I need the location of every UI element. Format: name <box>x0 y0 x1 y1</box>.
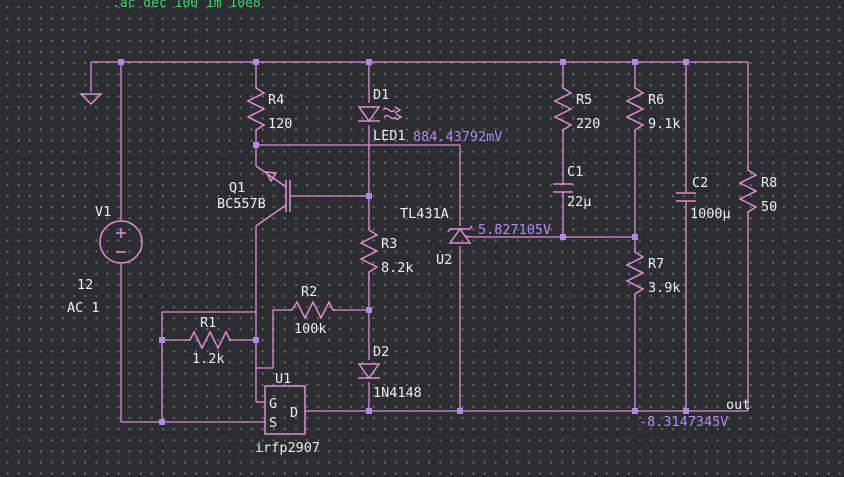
u1-pin-d-label: D <box>290 405 298 421</box>
r7-name-label: R7 <box>648 256 664 272</box>
junction-dot <box>560 59 566 65</box>
d2-name-label: D2 <box>373 344 389 360</box>
v1-name-label: V1 <box>95 204 111 220</box>
u1-pin-s-label: S <box>269 415 277 431</box>
c2-name-label: C2 <box>692 175 708 191</box>
junction-dot <box>366 193 372 199</box>
wires <box>90 61 749 423</box>
resistor-r5[interactable] <box>553 84 573 134</box>
wire-r2-left[interactable] <box>256 309 288 369</box>
c2-value-label: 1000µ <box>690 206 731 222</box>
u1-pin-g-label: G <box>269 396 277 412</box>
v1-value-label: 12 <box>77 277 93 293</box>
capacitor-c1[interactable] <box>553 183 573 193</box>
shunt-regulator-u2[interactable] <box>447 225 473 244</box>
junction-dot <box>560 234 566 240</box>
resistor-r6[interactable] <box>625 84 645 134</box>
diode-d2[interactable] <box>357 363 381 380</box>
c1-value-label: 22µ <box>567 194 591 210</box>
resistor-r1[interactable] <box>186 330 232 350</box>
junction-dot <box>253 59 259 65</box>
r4-name-label: R4 <box>268 92 284 108</box>
voltage-probe-out-node[interactable]: -8.3147345V <box>639 414 728 430</box>
voltage-source-v1[interactable] <box>99 220 143 264</box>
r6-value-label: 9.1k <box>648 116 681 132</box>
junction-dot <box>632 234 638 240</box>
r4-value-label: 120 <box>268 116 292 132</box>
junction-dot <box>253 337 259 343</box>
q1-value-label: BC557B <box>217 196 266 212</box>
r5-value-label: 220 <box>576 116 600 132</box>
junction-dot <box>366 307 372 313</box>
r6-name-label: R6 <box>648 92 664 108</box>
resistor-r7[interactable] <box>625 248 645 300</box>
resistor-r3[interactable] <box>359 226 379 280</box>
net-label-out[interactable]: out <box>726 397 750 413</box>
junction-dot <box>159 337 165 343</box>
junction-dot <box>366 59 372 65</box>
junction-dot <box>159 419 165 425</box>
c1-name-label: C1 <box>567 164 583 180</box>
spice-directive[interactable]: .ac dec 100 1m 10e8 <box>112 0 261 11</box>
junction-dot <box>366 408 372 414</box>
junction-dot <box>118 59 124 65</box>
r7-value-label: 3.9k <box>648 280 681 296</box>
d2-value-label: 1N4148 <box>373 385 422 401</box>
u1-value-label: irfp2907 <box>255 440 320 456</box>
voltage-probe-led-node[interactable]: 884.43792mV <box>413 129 502 145</box>
r8-value-label: 50 <box>761 199 777 215</box>
transistor-q1[interactable] <box>255 165 291 227</box>
junction-dot <box>632 59 638 65</box>
r5-name-label: R5 <box>576 92 592 108</box>
led-d1[interactable] <box>357 106 403 123</box>
d1-name-label: D1 <box>373 87 389 103</box>
r3-name-label: R3 <box>381 236 397 252</box>
junction-dot <box>632 408 638 414</box>
r1-value-label: 1.2k <box>192 351 225 367</box>
r8-name-label: R8 <box>761 175 777 191</box>
resistor-r4[interactable] <box>246 84 266 134</box>
u2-value-label: TL431A <box>400 206 449 222</box>
junction-dot <box>683 408 689 414</box>
r1-name-label: R1 <box>200 315 216 331</box>
mosfet-u1[interactable] <box>264 385 306 435</box>
junction-dot <box>683 59 689 65</box>
r2-name-label: R2 <box>301 284 317 300</box>
capacitor-c2[interactable] <box>676 192 696 202</box>
u1-name-label: U1 <box>275 371 291 387</box>
r2-value-label: 100k <box>294 321 327 337</box>
junctions <box>118 59 689 425</box>
d1-value-label: LED1 <box>373 128 406 144</box>
q1-name-label: Q1 <box>229 180 245 196</box>
r3-value-label: 8.2k <box>381 260 414 276</box>
resistor-r8[interactable] <box>738 166 758 218</box>
resistor-r2[interactable] <box>288 300 336 320</box>
v1-ac-label: AC 1 <box>67 300 100 316</box>
voltage-probe-ref-node[interactable]: 5.827105V <box>478 222 551 238</box>
junction-dot <box>457 408 463 414</box>
junction-dot <box>253 142 259 148</box>
ground-icon[interactable] <box>79 93 103 106</box>
u2-name-label: U2 <box>436 252 452 268</box>
